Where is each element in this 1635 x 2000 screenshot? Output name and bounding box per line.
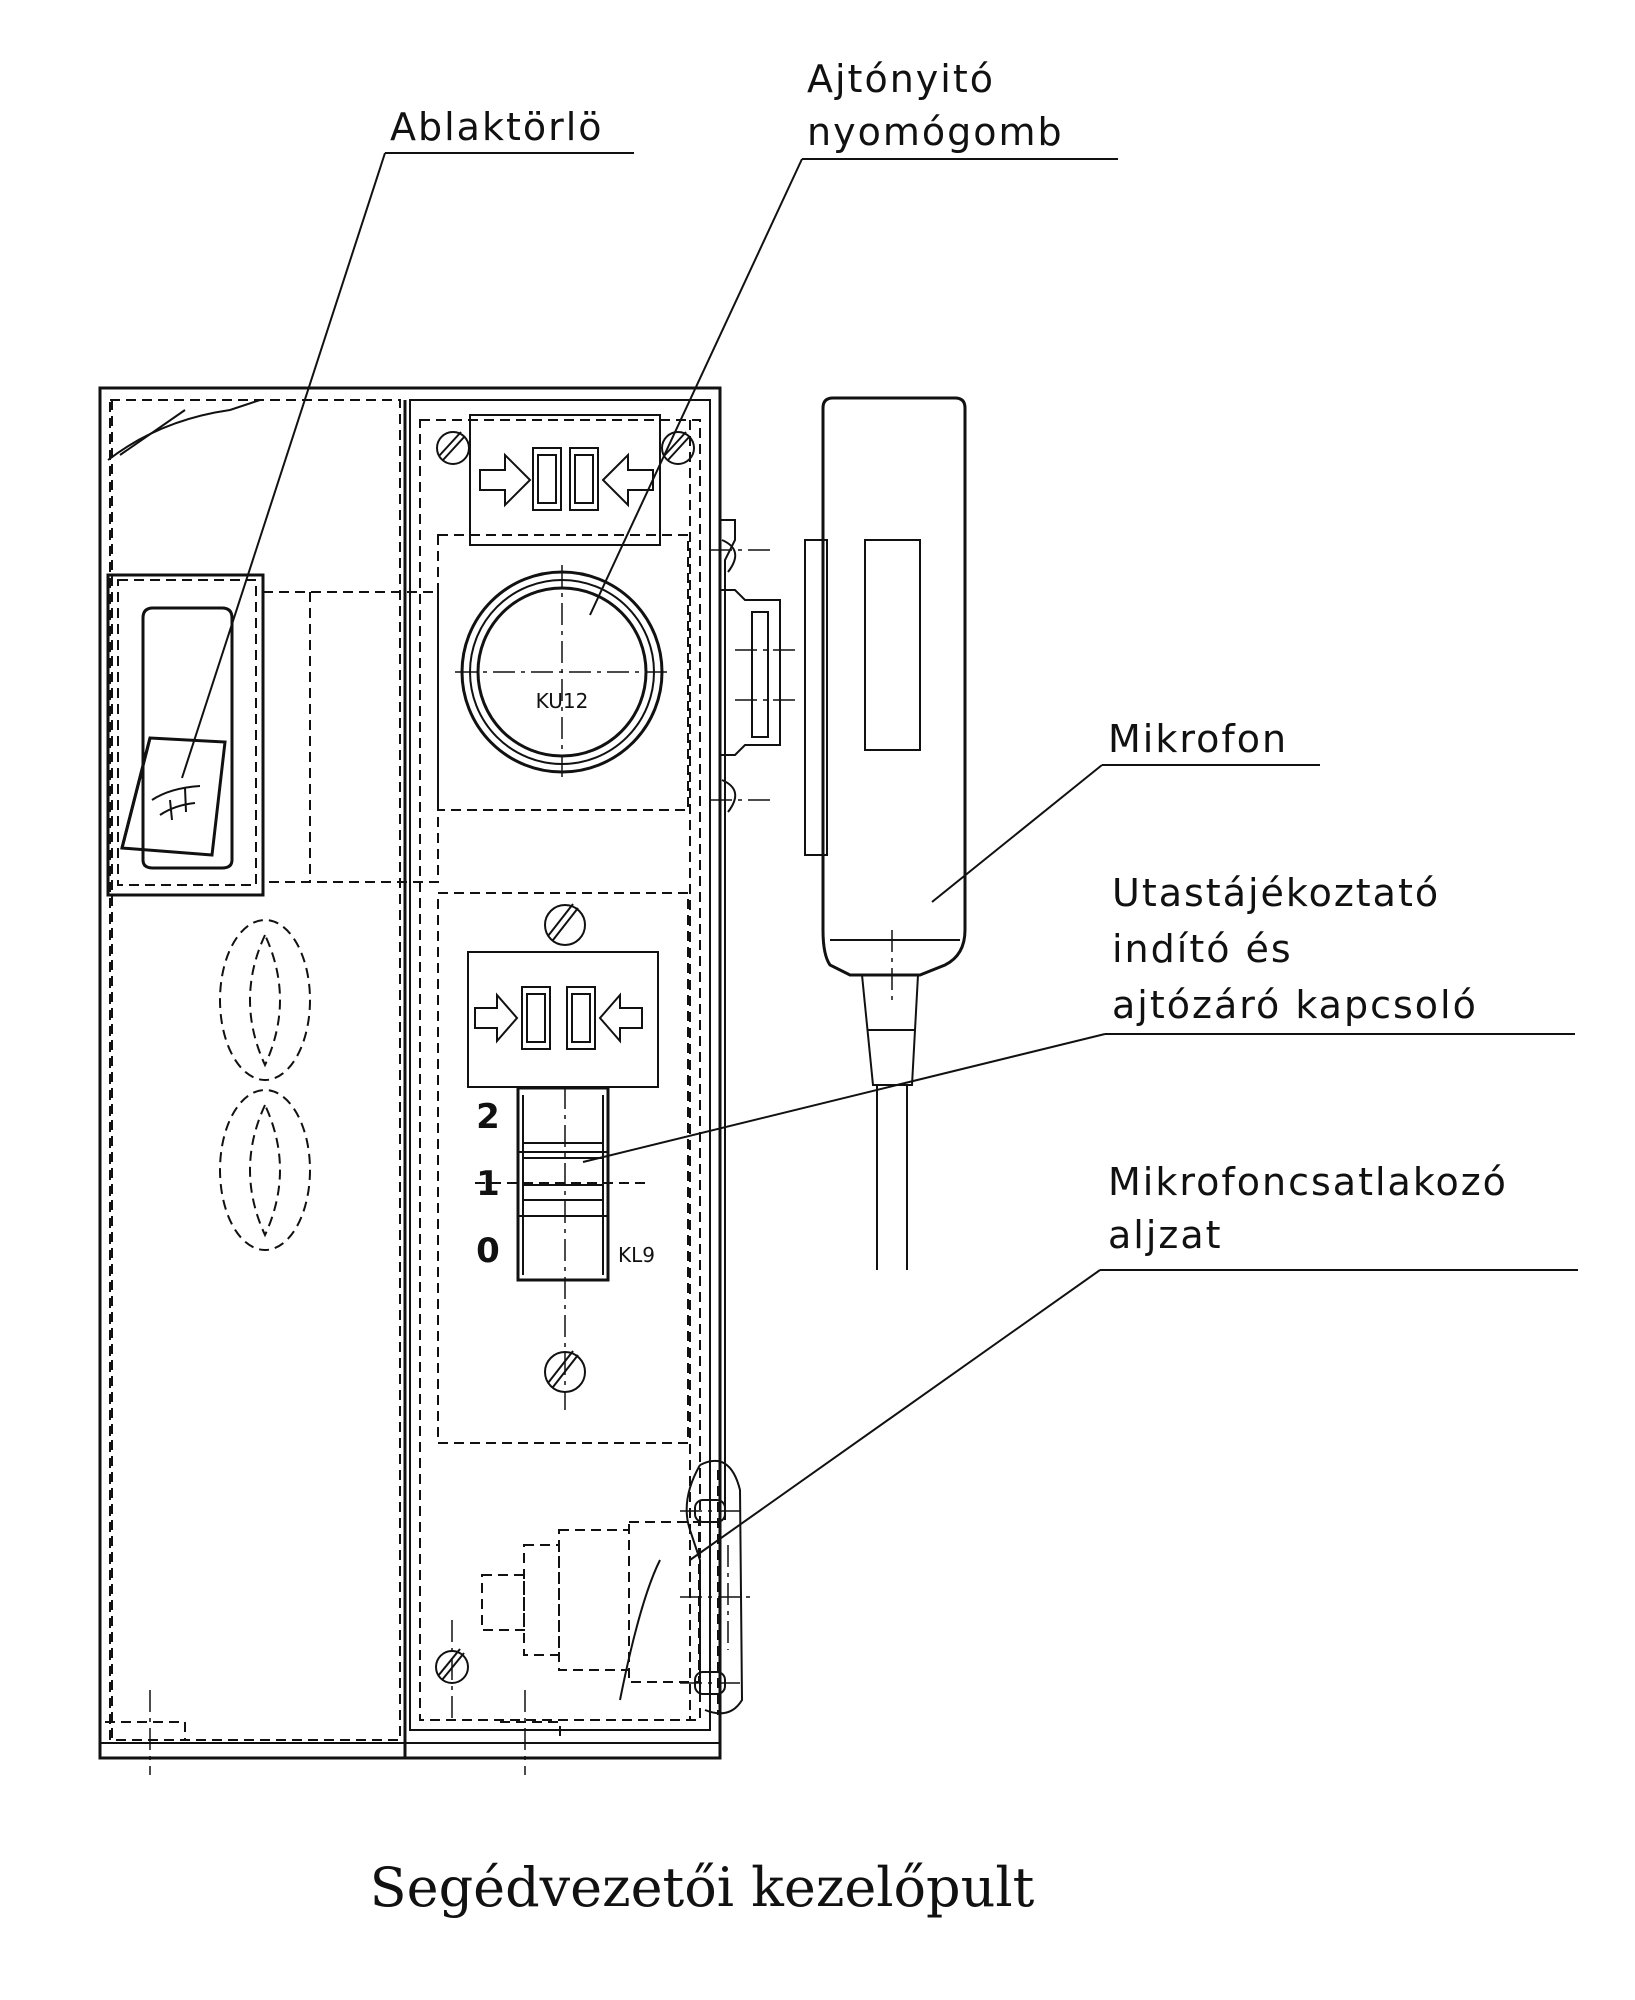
dashed-lamp [219, 1089, 311, 1251]
dashed-lamp [219, 919, 311, 1081]
door-opener-button: KU12 [437, 534, 689, 811]
position-label: 1 [476, 1164, 500, 1204]
pa-switch-label-line3: ajtózáró kapcsoló [1112, 983, 1478, 1027]
wiper-label: Ablaktörlö [390, 105, 604, 149]
position-label: 2 [476, 1097, 500, 1137]
screw-icon [436, 431, 470, 465]
pa-switch-label-line2: indító és [1112, 927, 1293, 971]
microphone-icon [804, 396, 967, 1270]
leader-lines [181, 152, 1578, 1561]
screw-icon [544, 903, 586, 946]
pa-door-switch: 2 1 0 KL9 [437, 892, 689, 1444]
wiper-switch [106, 573, 439, 897]
mounting-bracket [710, 519, 800, 1520]
microphone-socket [105, 1460, 752, 1775]
figure-caption: Segédvezetői kezelőpult [370, 1856, 1035, 1919]
top-indicator-block [436, 414, 695, 546]
panel-housing [98, 386, 722, 1760]
mic-socket-label-line1: Mikrofoncsatlakozó [1108, 1160, 1508, 1204]
position-label: 0 [476, 1231, 500, 1271]
pa-switch-label-line1: Utastájékoztató [1112, 871, 1440, 915]
switch-part-code: KL9 [618, 1243, 655, 1267]
screw-icon [661, 431, 695, 465]
screw-icon [544, 1350, 586, 1393]
button-part-code: KU12 [536, 689, 589, 713]
door-button-label-line2: nyomógomb [807, 110, 1064, 154]
mic-socket-label-line2: aljzat [1108, 1213, 1223, 1257]
door-button-label-line1: Ajtónyitó [807, 57, 995, 101]
microphone-label: Mikrofon [1108, 717, 1288, 761]
